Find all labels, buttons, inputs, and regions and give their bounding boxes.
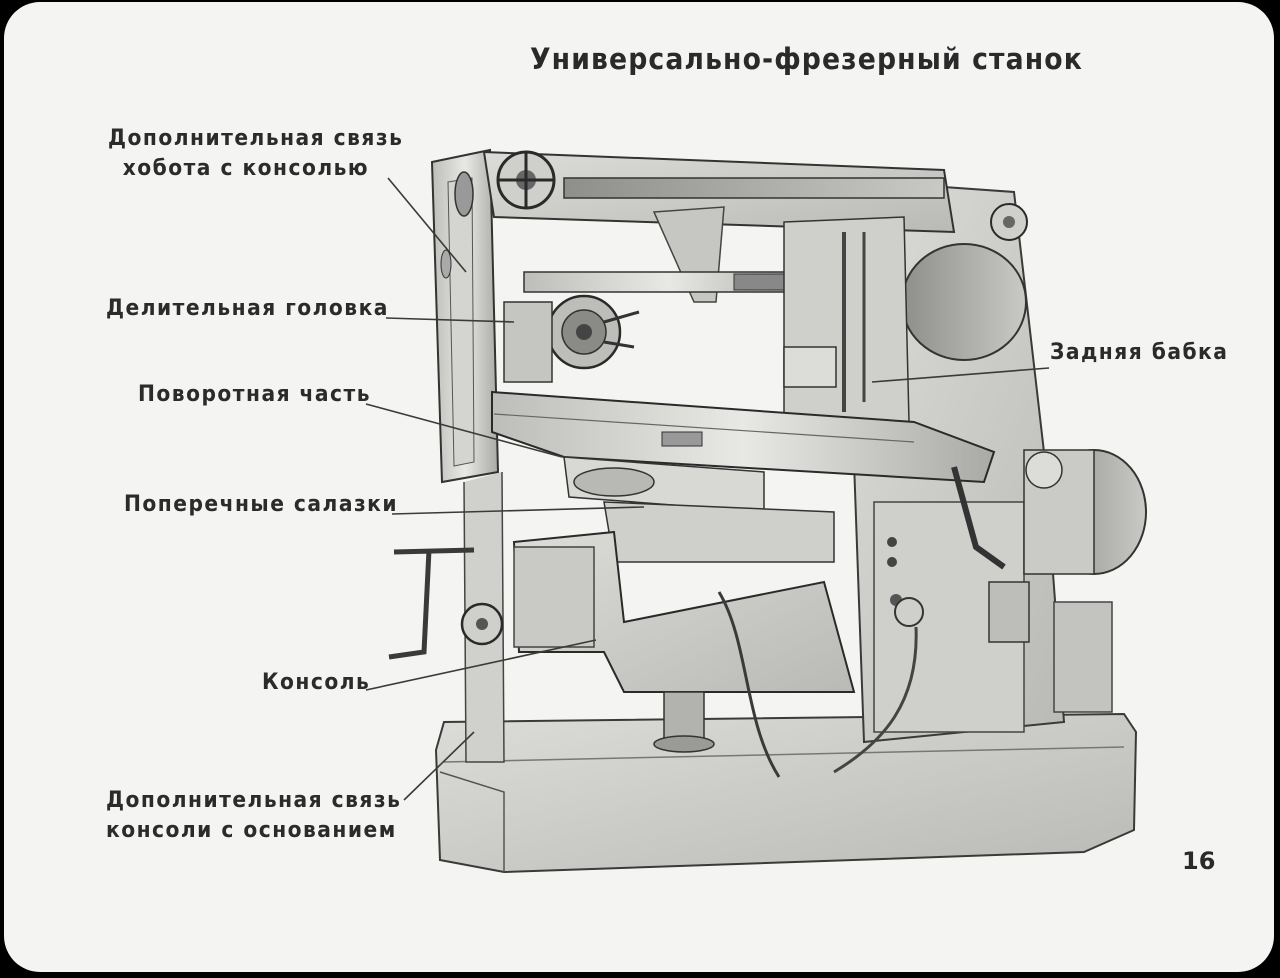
arbor <box>523 271 815 293</box>
machine-base <box>434 712 1138 874</box>
work-table <box>491 390 996 484</box>
motor-housing <box>1023 449 1147 713</box>
label-tailstock: Задняя бабка <box>1050 340 1229 365</box>
label-arm-console-link-line1: Дополнительная связь <box>108 126 404 151</box>
label-rotary-part: Поворотная часть <box>138 382 372 407</box>
label-console: Консоль <box>262 670 371 695</box>
slide-title: Универсально-фрезерный станок <box>530 42 1083 76</box>
overarm <box>482 150 1028 303</box>
overarm-support-left <box>430 148 505 763</box>
label-console-base-link-line2: консоли с основанием <box>106 818 397 843</box>
label-console-base-link-line1: Дополнительная связь <box>106 788 402 813</box>
rotary-part <box>563 456 765 513</box>
leader-lines <box>365 177 1050 801</box>
label-cross-slide: Поперечные салазки <box>124 492 399 517</box>
dividing-head <box>503 294 640 383</box>
page-number: 16 <box>1182 847 1216 875</box>
slide: Универсально-фрезерный станок Дополнител… <box>4 2 1274 972</box>
label-console-base-link: Дополнительная связь консоли с основание… <box>106 786 401 846</box>
label-dividing-head: Делительная головка <box>106 296 389 321</box>
cross-slide <box>603 501 835 563</box>
label-arm-console-link: Дополнительная связь хобота с консолью <box>108 124 403 184</box>
spindle-head <box>783 216 1027 428</box>
feed-lever <box>833 466 1030 774</box>
console <box>388 530 856 778</box>
label-arm-console-link-line2: хобота с консолью <box>122 156 370 181</box>
milling-machine-illustration <box>365 148 1147 874</box>
